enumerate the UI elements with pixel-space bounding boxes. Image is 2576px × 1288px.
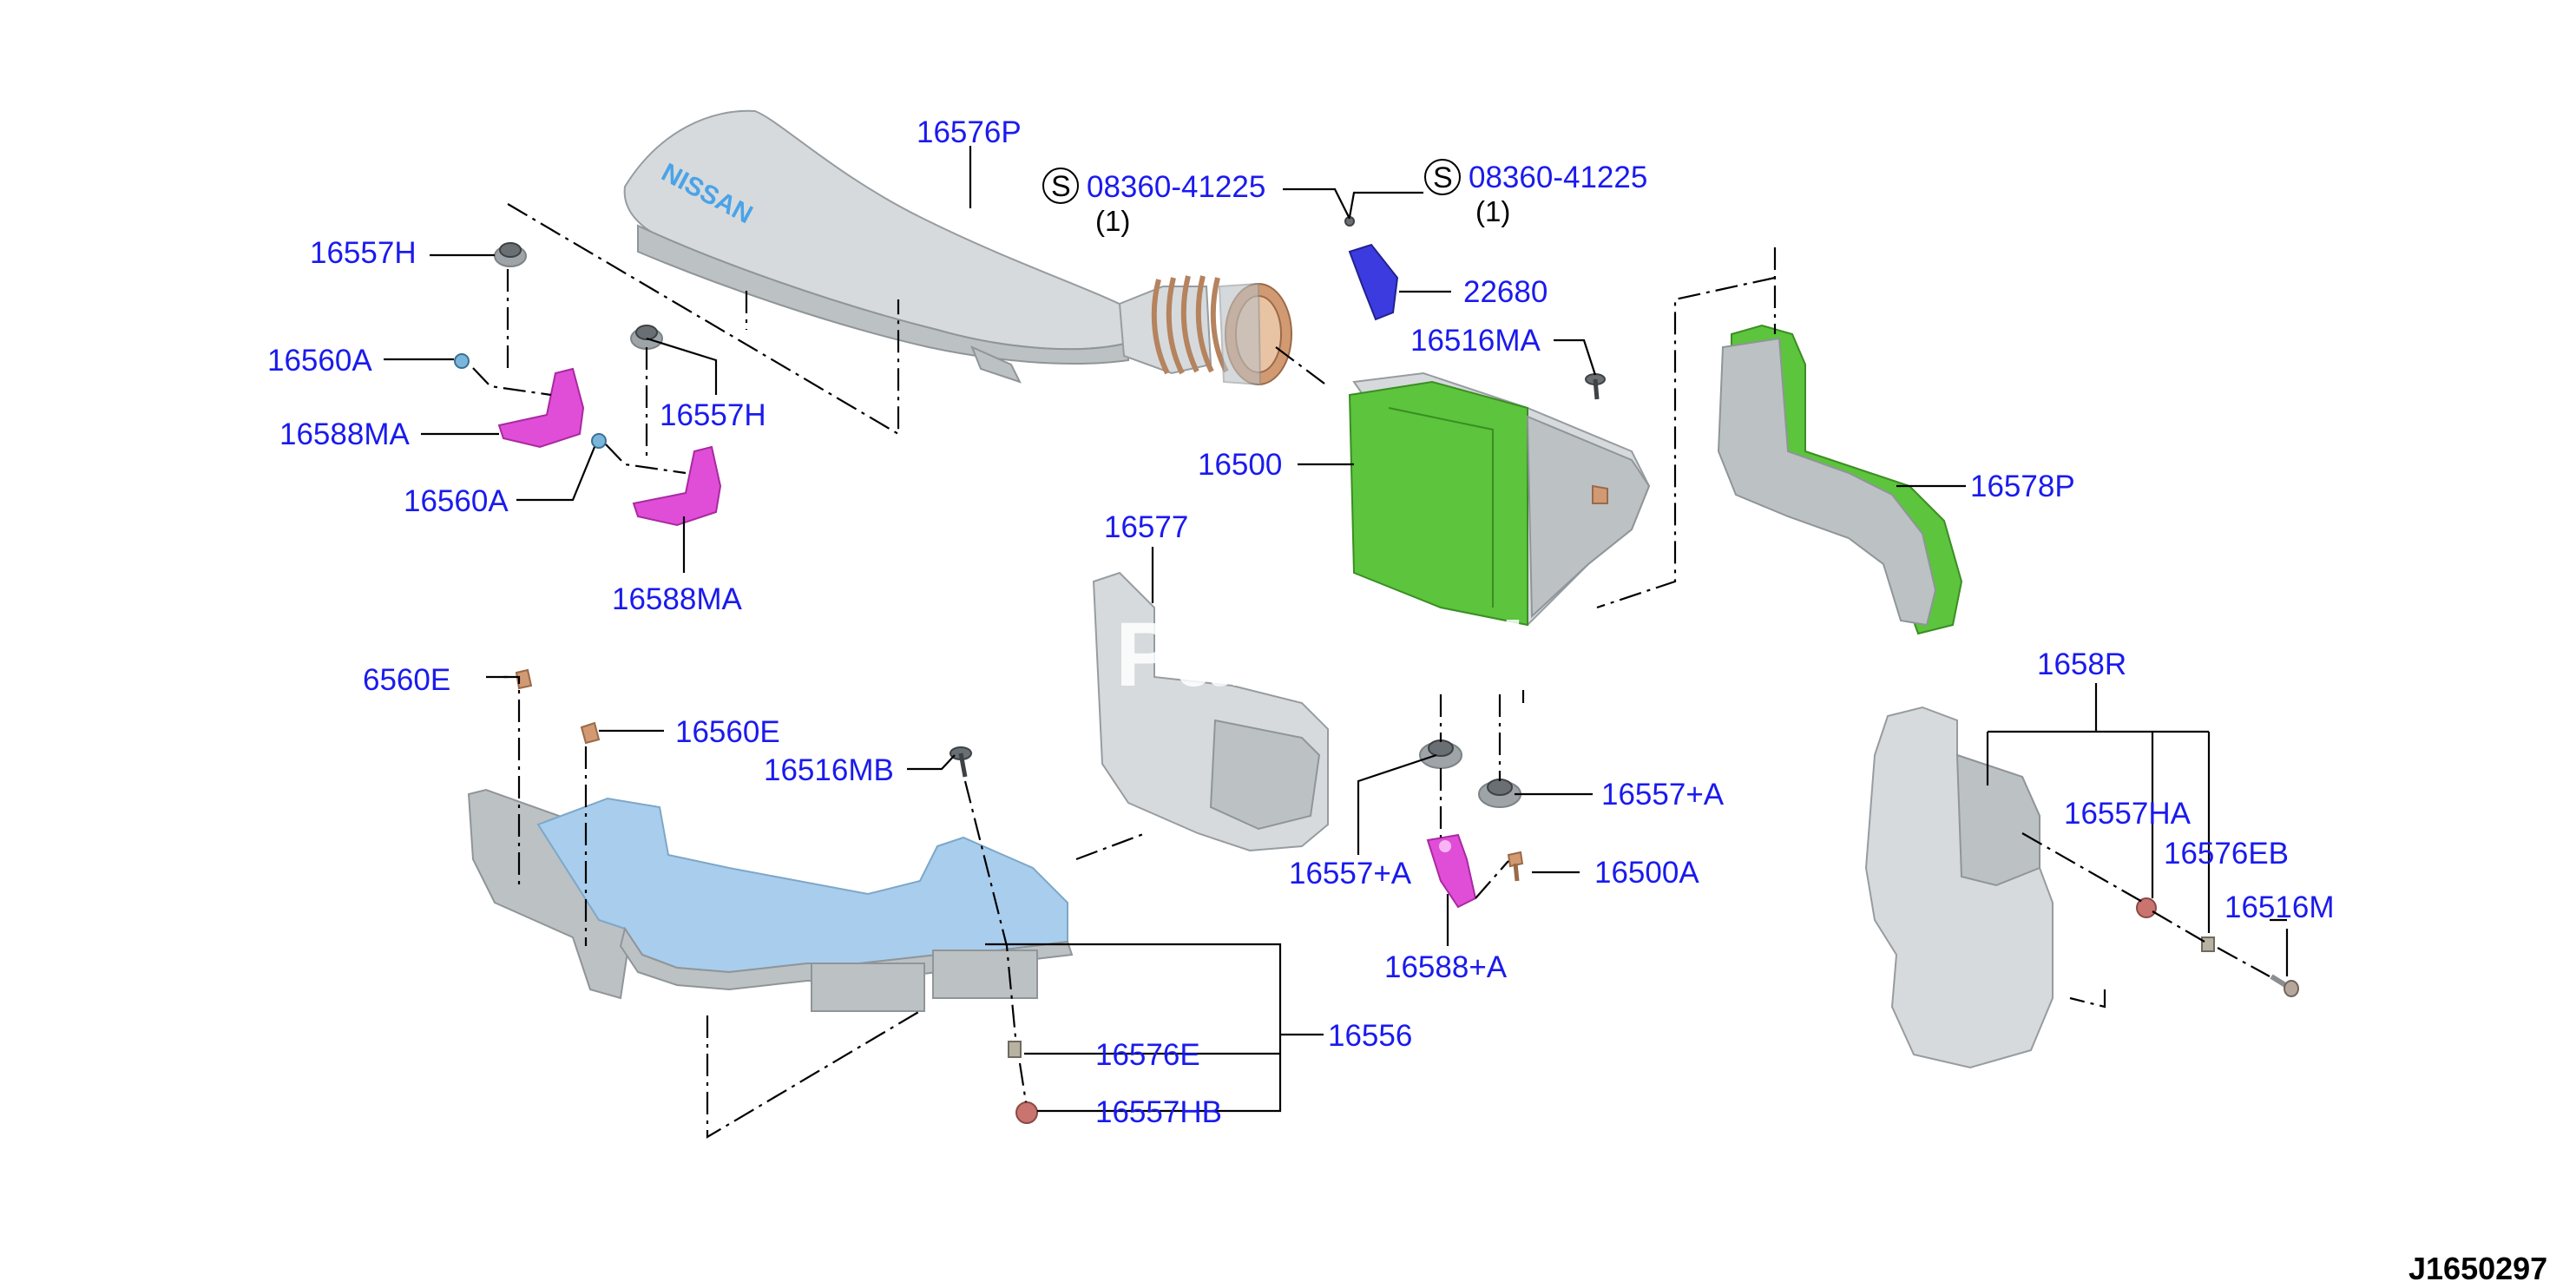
clip-16560E[interactable] — [580, 721, 601, 745]
label-16500[interactable]: 16500 — [1198, 448, 1282, 482]
bracket-16588MA-bottom[interactable] — [632, 445, 722, 527]
clip-16560A-top[interactable] — [454, 353, 470, 369]
label-16557H-mid[interactable]: 16557H — [660, 398, 766, 432]
service-symbol-a-letter: S — [1051, 170, 1071, 203]
label-16557A-b[interactable]: 16557+A — [1601, 778, 1725, 812]
air-inlet-duct-16576P[interactable]: NISSAN — [623, 109, 1129, 384]
bolt-16500A[interactable] — [1507, 851, 1524, 882]
housing-16577[interactable] — [1092, 571, 1329, 852]
grommet-16557A-a[interactable] — [1419, 739, 1462, 769]
resonator-1658R[interactable] — [1864, 706, 2054, 1069]
label-16576P[interactable]: 16576P — [917, 115, 1022, 149]
label-16588MA-top[interactable]: 16588MA — [279, 417, 410, 451]
label-08360-41225-b[interactable]: 08360-41225 — [1469, 161, 1647, 194]
service-symbol-b — [1424, 159, 1461, 195]
label-16516MA[interactable]: 16516MA — [1410, 324, 1541, 358]
label-16516MB[interactable]: 16516MB — [764, 753, 894, 787]
label-08360-41225-a[interactable]: 08360-41225 — [1087, 170, 1265, 204]
bracket-16588A[interactable] — [1426, 833, 1477, 909]
nut-16557HB[interactable] — [1015, 1101, 1038, 1124]
label-16557HB[interactable]: 16557HB — [1095, 1095, 1222, 1129]
label-16576E[interactable]: 16576E — [1095, 1038, 1200, 1072]
spacer-16576EB[interactable] — [2201, 936, 2215, 952]
grommet-16557H-mid[interactable] — [630, 325, 663, 350]
label-16577[interactable]: 16577 — [1104, 510, 1188, 544]
label-16516M[interactable]: 16516M — [2224, 890, 2334, 924]
duct-16578P[interactable] — [1717, 324, 1963, 635]
grommet-16557A-b[interactable] — [1478, 779, 1521, 808]
label-16557A-a[interactable]: 16557+A — [1289, 857, 1412, 890]
label-16588MA-bottom[interactable]: 16588MA — [612, 582, 742, 616]
label-16500A[interactable]: 16500A — [1594, 856, 1699, 890]
label-16560A-top[interactable]: 16560A — [267, 344, 372, 378]
grommet-16557H-top[interactable] — [494, 242, 527, 267]
label-08360-41225-a-qty: (1) — [1095, 205, 1130, 237]
label-16560E-left[interactable]: 6560E — [363, 663, 450, 697]
label-16588A[interactable]: 16588+A — [1384, 950, 1508, 984]
label-22680[interactable]: 22680 — [1463, 275, 1548, 309]
clip-16560A-mid[interactable] — [591, 433, 607, 449]
bolt-16516MA[interactable] — [1585, 373, 1606, 400]
service-symbol-a — [1042, 168, 1079, 204]
label-16557H-top[interactable]: 16557H — [310, 236, 417, 270]
service-symbol-b-letter: S — [1433, 161, 1453, 194]
nut-16557HA[interactable] — [2136, 897, 2157, 918]
bolt-16516MB[interactable] — [950, 746, 972, 778]
phantom-lines — [472, 203, 2270, 1139]
label-1658R[interactable]: 1658R — [2037, 647, 2126, 681]
air-cleaner-element-16500[interactable] — [1348, 371, 1651, 627]
part-labels: 16576P S 08360-41225 (1) S 08360-41225 (… — [267, 115, 2334, 1129]
label-16578P[interactable]: 16578P — [1970, 470, 2075, 503]
lower-duct-16556[interactable] — [467, 788, 1074, 1012]
intake-bellows — [1118, 275, 1292, 386]
label-16557HA[interactable]: 16557HA — [2064, 797, 2192, 831]
label-16576EB[interactable]: 16576EB — [2164, 837, 2289, 871]
maf-sensor-22680[interactable] — [1344, 216, 1399, 321]
diagram-reference-code: J1650297 — [2408, 1251, 2547, 1286]
spacer-16576E[interactable] — [1008, 1041, 1022, 1058]
label-08360-41225-b-qty: (1) — [1475, 195, 1510, 227]
label-16560E[interactable]: 16560E — [675, 715, 780, 749]
bracket-16588MA-top[interactable] — [497, 367, 585, 449]
bolt-16516M[interactable] — [2270, 974, 2299, 997]
label-16560A-mid[interactable]: 16560A — [404, 484, 509, 518]
label-16556[interactable]: 16556 — [1328, 1019, 1412, 1053]
watermark: PartsOutlet — [1115, 604, 1607, 706]
leader-lines — [384, 146, 2289, 1113]
